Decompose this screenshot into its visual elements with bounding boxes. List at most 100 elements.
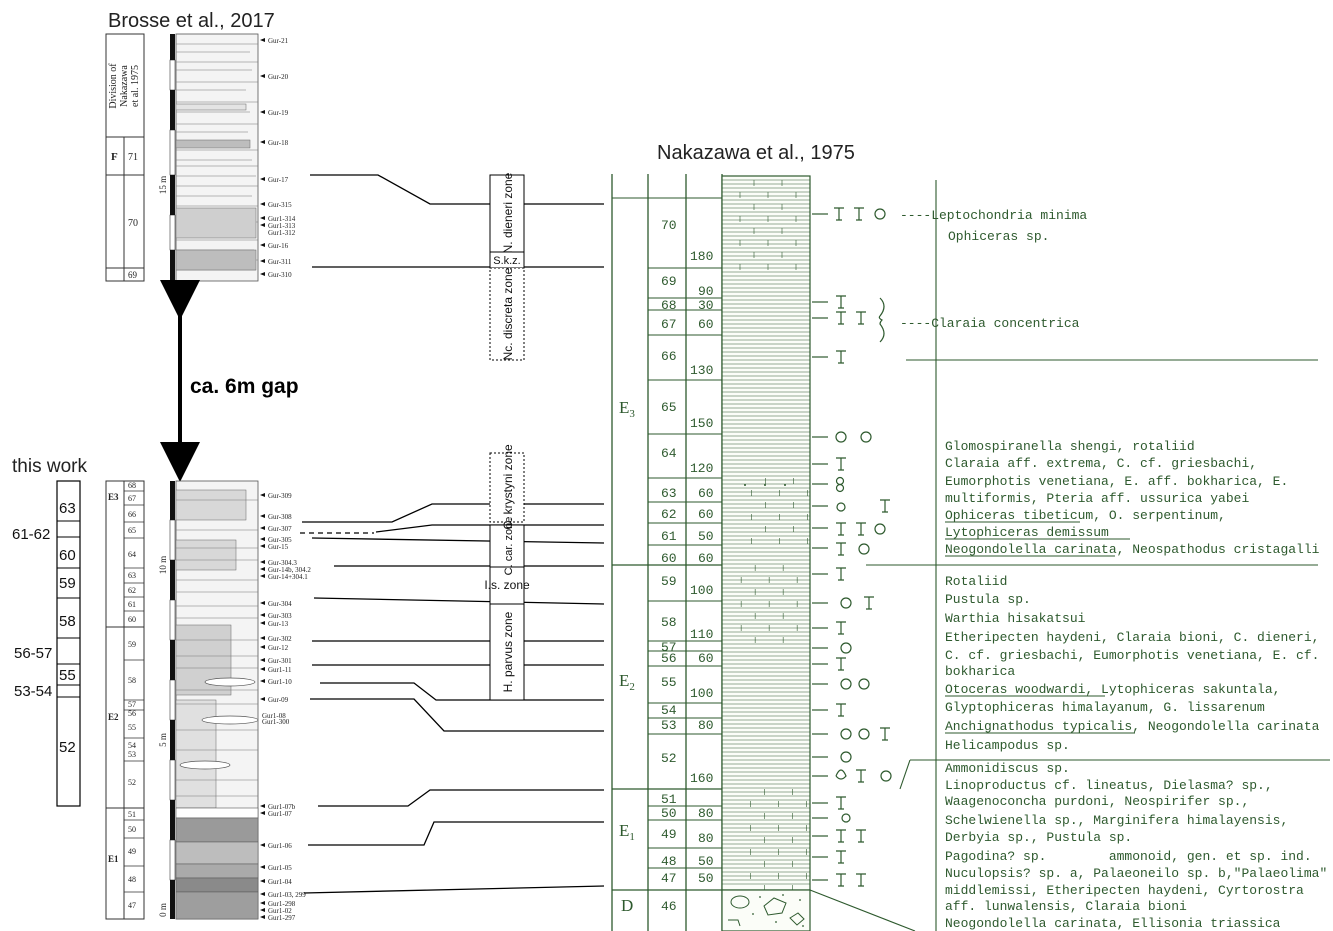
nakazawa-lithology xyxy=(722,176,810,931)
nak-thick-60e: 60 xyxy=(698,651,714,666)
nak-unit-63: 63 xyxy=(661,486,677,501)
brosse-column-top: Division of Nakazawa et al. 1975 F 71 70… xyxy=(106,34,296,281)
sample-gur-17: Gur-17 xyxy=(268,176,289,184)
brosse-unit-47: 47 xyxy=(128,901,136,910)
sample-gur-21: Gur-21 xyxy=(268,37,289,45)
nak-unit-65: 65 xyxy=(661,400,677,415)
brosse-unit-67: 67 xyxy=(128,494,136,503)
nak-unit-68: 68 xyxy=(661,298,677,313)
brosse-unit-57: 57 xyxy=(128,700,136,709)
sample-gur-09: Gur-09 xyxy=(268,696,289,704)
brosse-unit-55: 55 xyxy=(128,723,136,732)
sample-gur-303: Gur-303 xyxy=(268,612,292,620)
nakazawa-title: Nakazawa et al., 1975 xyxy=(657,142,855,164)
fossil-g4-9: Helicampodus sp. xyxy=(945,738,1070,753)
brosse-unit-56: 56 xyxy=(128,709,136,718)
nak-thick-30: 30 xyxy=(698,298,714,313)
nak-unit-69: 69 xyxy=(661,274,677,289)
this-work-unit-60: 60 xyxy=(59,547,76,564)
nakazawa-divisions: E3 E2 E1 D xyxy=(619,398,635,915)
sample-gur-311: Gur-311 xyxy=(268,258,292,266)
sample-gur-304: Gur-304 xyxy=(268,600,292,608)
fossil-g3-6: Neogondolella carinata, Neospathodus cri… xyxy=(945,542,1320,557)
brosse-unit-65: 65 xyxy=(128,526,136,535)
sample-gur-309: Gur-309 xyxy=(268,492,292,500)
zone-n-dieneri: N. dieneri zone xyxy=(501,172,515,253)
fossil-g4-1: Pustula sp. xyxy=(945,592,1031,607)
sample-gur-15: Gur-15 xyxy=(268,543,289,551)
sample-gur-12: Gur-12 xyxy=(268,644,289,652)
nak-unit-62: 62 xyxy=(661,507,677,522)
this-work-unit-55: 55 xyxy=(59,667,76,684)
brosse-unit-51: 51 xyxy=(128,810,136,819)
sample-gur-310: Gur-310 xyxy=(268,271,292,279)
brosse-unit-68: 68 xyxy=(128,481,136,490)
scale-10m: 10 m xyxy=(158,556,168,574)
correlation-lines xyxy=(302,175,604,893)
svg-text:D: D xyxy=(621,896,633,915)
division-E2-sub: 2 xyxy=(629,681,635,693)
fossil-g3-2: Eumorphotis venetiana, E. aff. bokharica… xyxy=(945,474,1288,489)
fossil-g4-8: Anchignathodus typicalis, Neogondolella … xyxy=(945,719,1320,734)
nak-thick-80b: 80 xyxy=(698,806,714,821)
nak-unit-58: 58 xyxy=(661,615,677,630)
fossil-g5-6: Nuculopsis? sp. a, Palaeoneilo sp. b,"Pa… xyxy=(945,866,1327,881)
nak-thick-60a: 60 xyxy=(698,317,714,332)
this-work-title: this work xyxy=(12,456,87,477)
nak-unit-67: 67 xyxy=(661,317,677,332)
brosse-unit-59: 59 xyxy=(128,640,136,649)
nak-thick-60c: 60 xyxy=(698,507,714,522)
fossil-g4-7: Glyptophiceras himalayanum, G. lissarenu… xyxy=(945,700,1265,715)
sample-gur-19: Gur-19 xyxy=(268,109,289,117)
sample-gur1-04: Gur1-04 xyxy=(268,878,292,886)
brosse-unit-63: 63 xyxy=(128,571,136,580)
fossil-g4-5: bokharica xyxy=(945,664,1015,679)
brosse-unit-66: 66 xyxy=(128,510,136,519)
fossil-g5-1: Linoproductus cf. lineatus, Dielasma? sp… xyxy=(945,778,1273,793)
nak-thick-160: 160 xyxy=(690,771,713,786)
nak-unit-52: 52 xyxy=(661,751,677,766)
brosse-unit-52: 52 xyxy=(128,778,136,787)
fossil-claraia-concentrica: ----Claraia concentrica xyxy=(900,316,1080,331)
nak-unit-49: 49 xyxy=(661,827,677,842)
scale-0m: 0 m xyxy=(158,903,168,917)
fossil-g3-1: Claraia aff. extrema, C. cf. griesbachi, xyxy=(945,456,1257,471)
fossil-g4-4: C. cf. griesbachi, Eumorphotis venetiana… xyxy=(945,648,1319,663)
brosse-unit-71: 71 xyxy=(128,152,138,163)
nak-unit-56: 56 xyxy=(661,651,677,666)
division-E1-sub: 1 xyxy=(629,831,635,843)
nak-thick-100a: 100 xyxy=(690,583,713,598)
division-E3-sub: 3 xyxy=(629,408,635,420)
brosse-unit-62: 62 xyxy=(128,586,136,595)
brosse-unit-64: 64 xyxy=(128,550,136,559)
nak-thick-60d: 60 xyxy=(698,551,714,566)
nak-unit-70: 70 xyxy=(661,218,677,233)
nak-unit-64: 64 xyxy=(661,446,677,461)
nak-unit-50: 50 xyxy=(661,806,677,821)
zone-h-parvus: H. parvus zone xyxy=(501,611,515,692)
sample-gur1-11: Gur1-11 xyxy=(268,666,292,674)
brosse-unit-49: 49 xyxy=(128,847,136,856)
sample-gur1-07: Gur1-07 xyxy=(268,810,292,818)
sample-gur-308: Gur-308 xyxy=(268,513,292,521)
brosse-division-E1: E1 xyxy=(108,854,119,864)
brosse-unit-60: 60 xyxy=(128,615,136,624)
sample-gur-16: Gur-16 xyxy=(268,242,289,250)
svg-text:E2: E2 xyxy=(619,671,635,693)
division-header-line3: et al. 1975 xyxy=(130,65,141,107)
nak-thick-130: 130 xyxy=(690,363,713,378)
brosse-unit-50: 50 xyxy=(128,825,136,834)
nak-unit-60: 60 xyxy=(661,551,677,566)
scale-5m: 5 m xyxy=(158,733,168,747)
this-work-unit-58: 58 xyxy=(59,613,76,630)
brosse-division-E3: E3 xyxy=(108,492,119,502)
brosse-column-bottom: E3 E2 E1 68 67 66 65 64 xyxy=(106,481,311,922)
sample-gur1-06: Gur1-06 xyxy=(268,842,292,850)
fossil-g4-2: Warthia hisakatsui xyxy=(945,611,1086,626)
zone-c-car: C. car. zone xyxy=(503,517,515,576)
zone-skz: S.k.z. xyxy=(493,255,521,267)
nak-thick-50c: 50 xyxy=(698,871,714,886)
division-D-letter: D xyxy=(621,896,633,915)
brosse-division-E2: E2 xyxy=(108,712,119,722)
